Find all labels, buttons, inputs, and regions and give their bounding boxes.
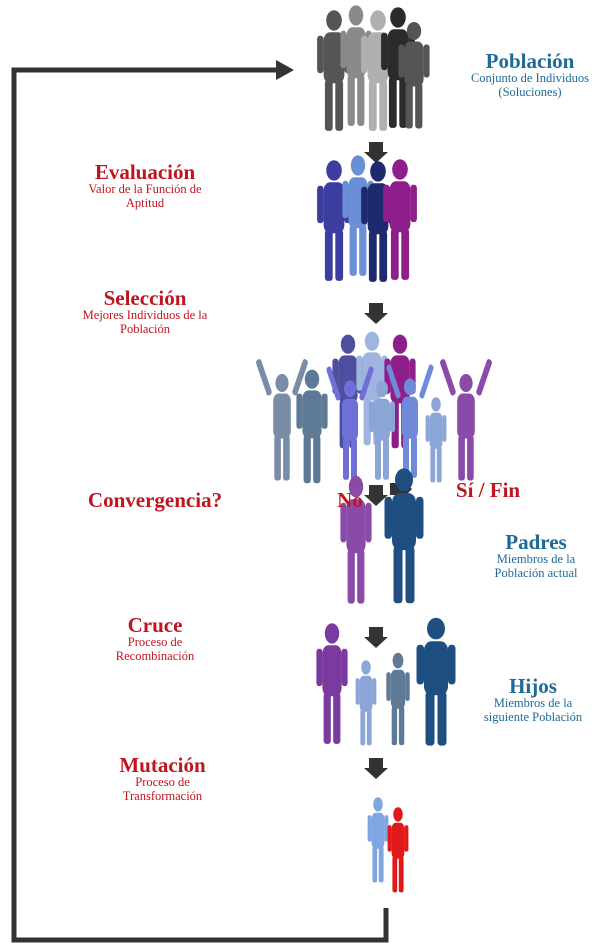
- mutacion-title: Mutación: [119, 753, 206, 777]
- arrow-down-icon: [364, 303, 388, 324]
- arrow-down-icon: [364, 627, 388, 648]
- convergencia-title: Convergencia?: [87, 488, 223, 512]
- padres-desc-line1: Miembros de la: [496, 552, 576, 567]
- cruce-desc-line2: Recombinación: [115, 648, 195, 663]
- cruce-label: Cruce Proceso de Recombinación: [80, 614, 230, 664]
- cruce-title: Cruce: [127, 613, 183, 637]
- poblacion-label: Población Conjunto de Individuos (Soluci…: [460, 50, 600, 100]
- seleccion-desc-line1: Mejores Individuos de la: [82, 308, 208, 323]
- cruce-desc-line1: Proceso de: [127, 635, 183, 650]
- arrow-down-icon: [364, 758, 388, 779]
- hijos-label: Hijos Miembros de la siguiente Población: [462, 675, 604, 725]
- evaluacion-label: Evaluación Valor de la Función de Aptitu…: [60, 161, 230, 211]
- convergencia-si-fin-label: Sí / Fin: [455, 478, 521, 502]
- poblacion-desc-line1: Conjunto de Individuos: [470, 71, 590, 86]
- convergencia-no-label: No: [337, 488, 363, 512]
- padres-desc-line2: Población actual: [494, 565, 578, 580]
- mutacion-desc-line1: Proceso de: [135, 775, 190, 790]
- arrow-down-icon: [364, 142, 388, 163]
- hijos-people-icon: [316, 617, 456, 746]
- padres-label: Padres Miembros de la Población actual: [468, 531, 604, 581]
- evaluacion-people-icon: [317, 155, 417, 282]
- mutacion-people-icon: [367, 797, 409, 893]
- seleccion-people-icon: [255, 331, 493, 484]
- evaluacion-desc-line2: Aptitud: [125, 195, 165, 210]
- hijos-desc-line2: siguiente Población: [483, 709, 583, 724]
- hijos-title: Hijos: [509, 674, 557, 698]
- seleccion-desc-line2: Población: [120, 321, 170, 336]
- mutacion-desc-line2: Transformación: [122, 788, 203, 803]
- seleccion-label: Selección Mejores Individuos de la Pobla…: [50, 287, 240, 337]
- mutacion-label: Mutación Proceso de Transformación: [80, 754, 245, 804]
- evaluacion-desc-line1: Valor de la Función de: [88, 182, 202, 197]
- poblacion-people-icon: [317, 5, 430, 131]
- hijos-desc-line1: Miembros de la: [493, 696, 573, 711]
- feedback-loop-arrowhead: [276, 60, 294, 80]
- poblacion-title: Población: [485, 49, 575, 73]
- seleccion-title: Selección: [103, 286, 187, 310]
- evaluacion-title: Evaluación: [94, 160, 196, 184]
- poblacion-desc-line2: (Soluciones): [498, 84, 562, 99]
- padres-title: Padres: [505, 530, 567, 554]
- feedback-loop-line: [11, 67, 389, 943]
